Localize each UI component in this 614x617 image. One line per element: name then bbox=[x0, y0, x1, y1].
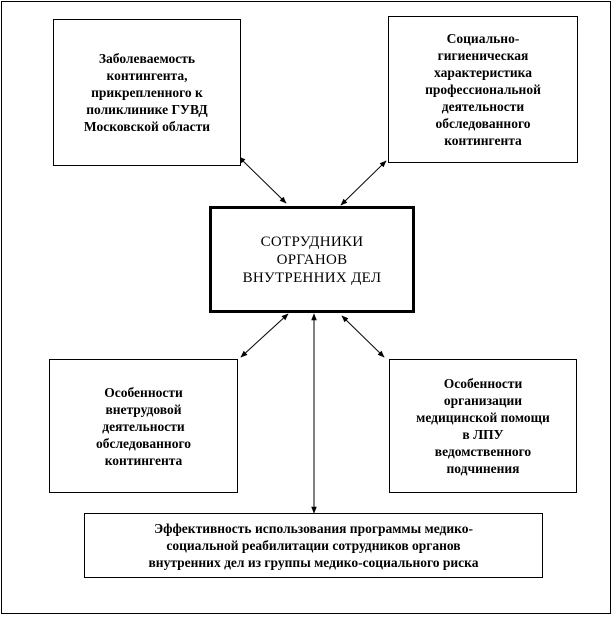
arrow-bottom-left bbox=[240, 313, 289, 358]
arrow-bottom-right bbox=[341, 315, 385, 358]
box-bottom: Эффективность использования программы ме… bbox=[84, 513, 543, 578]
box-top-right-text: Социально- гигиеническая характеристика … bbox=[425, 31, 541, 148]
box-bottom-left-text: Особенности внетрудовой деятельности обс… bbox=[95, 384, 191, 468]
box-bottom-right: Особенности организации медицинской помо… bbox=[389, 359, 577, 493]
arrow-top-right bbox=[340, 160, 387, 206]
box-bottom-left: Особенности внетрудовой деятельности обс… bbox=[49, 359, 238, 493]
box-top-left: Заболеваемость контингента, прикрепленно… bbox=[53, 19, 241, 166]
box-bottom-right-text: Особенности организации медицинской помо… bbox=[416, 376, 550, 476]
box-center: СОТРУДНИКИ ОРГАНОВ ВНУТРЕННИХ ДЕЛ bbox=[209, 206, 415, 313]
box-center-text: СОТРУДНИКИ ОРГАНОВ ВНУТРЕННИХ ДЕЛ bbox=[242, 233, 382, 286]
box-top-left-text: Заболеваемость контингента, прикрепленно… bbox=[83, 51, 211, 134]
box-top-right: Социально- гигиеническая характеристика … bbox=[388, 16, 578, 163]
arrow-top-left bbox=[238, 156, 287, 204]
box-bottom-text: Эффективность использования программы ме… bbox=[148, 521, 479, 570]
